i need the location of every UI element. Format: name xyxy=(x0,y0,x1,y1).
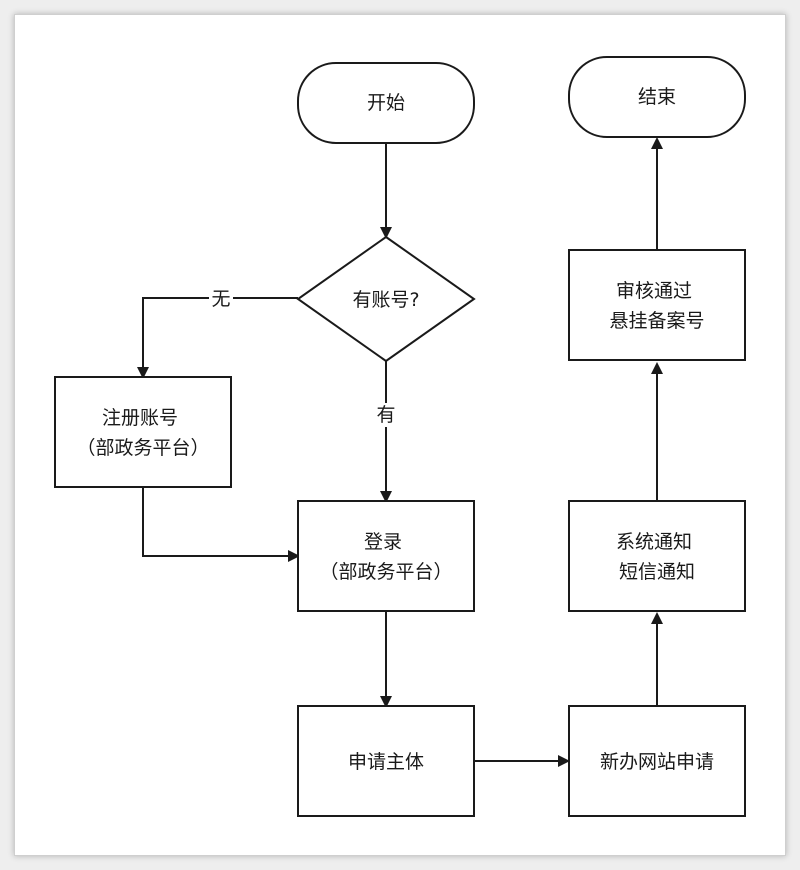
edge-label-no: 无 xyxy=(211,288,230,310)
node-end: 结束 xyxy=(568,56,746,138)
node-start: 开始 xyxy=(297,62,475,144)
node-notify-label: 系统通知 短信通知 xyxy=(616,531,698,583)
edge-register-to-login xyxy=(142,487,300,562)
edges xyxy=(137,137,663,767)
edge-decision-to-register xyxy=(137,297,298,379)
edge-label-yes: 有 xyxy=(376,404,395,426)
node-end-shape xyxy=(568,56,746,138)
node-decision: 有账号? xyxy=(296,235,476,363)
node-login-shape xyxy=(297,500,475,612)
flowchart-svg: 无 有 开始 有账号? 注册账号 （部政务平台） xyxy=(54,56,746,817)
node-apply-subject-label: 申请主体 xyxy=(348,751,424,773)
node-decision-shape xyxy=(296,235,476,363)
node-start-label: 开始 xyxy=(367,92,405,114)
node-register-shape xyxy=(54,376,232,488)
node-register-label: 注册账号 （部政务平台） xyxy=(76,407,209,459)
diagram-canvas: 无 有 开始 有账号? 注册账号 （部政务平台） xyxy=(14,14,786,856)
node-approved-shape xyxy=(568,249,746,361)
edge-label-no-bg xyxy=(209,287,233,311)
node-login: 登录 （部政务平台） xyxy=(297,500,475,612)
node-notify: 系统通知 短信通知 xyxy=(568,500,746,612)
node-start-shape xyxy=(297,62,475,144)
node-apply-subject: 申请主体 xyxy=(297,705,475,817)
node-notify-shape xyxy=(568,500,746,612)
node-login-label: 登录 （部政务平台） xyxy=(319,531,452,583)
node-new-site: 新办网站申请 xyxy=(568,705,746,817)
node-register: 注册账号 （部政务平台） xyxy=(54,376,232,488)
edge-label-yes-bg xyxy=(374,403,398,427)
node-approved: 审核通过 悬挂备案号 xyxy=(568,249,746,361)
node-new-site-shape xyxy=(568,705,746,817)
node-apply-subject-shape xyxy=(297,705,475,817)
node-approved-label: 审核通过 悬挂备案号 xyxy=(609,280,704,332)
node-decision-label: 有账号? xyxy=(352,289,419,311)
node-new-site-label: 新办网站申请 xyxy=(600,751,714,773)
node-end-label: 结束 xyxy=(638,86,676,108)
